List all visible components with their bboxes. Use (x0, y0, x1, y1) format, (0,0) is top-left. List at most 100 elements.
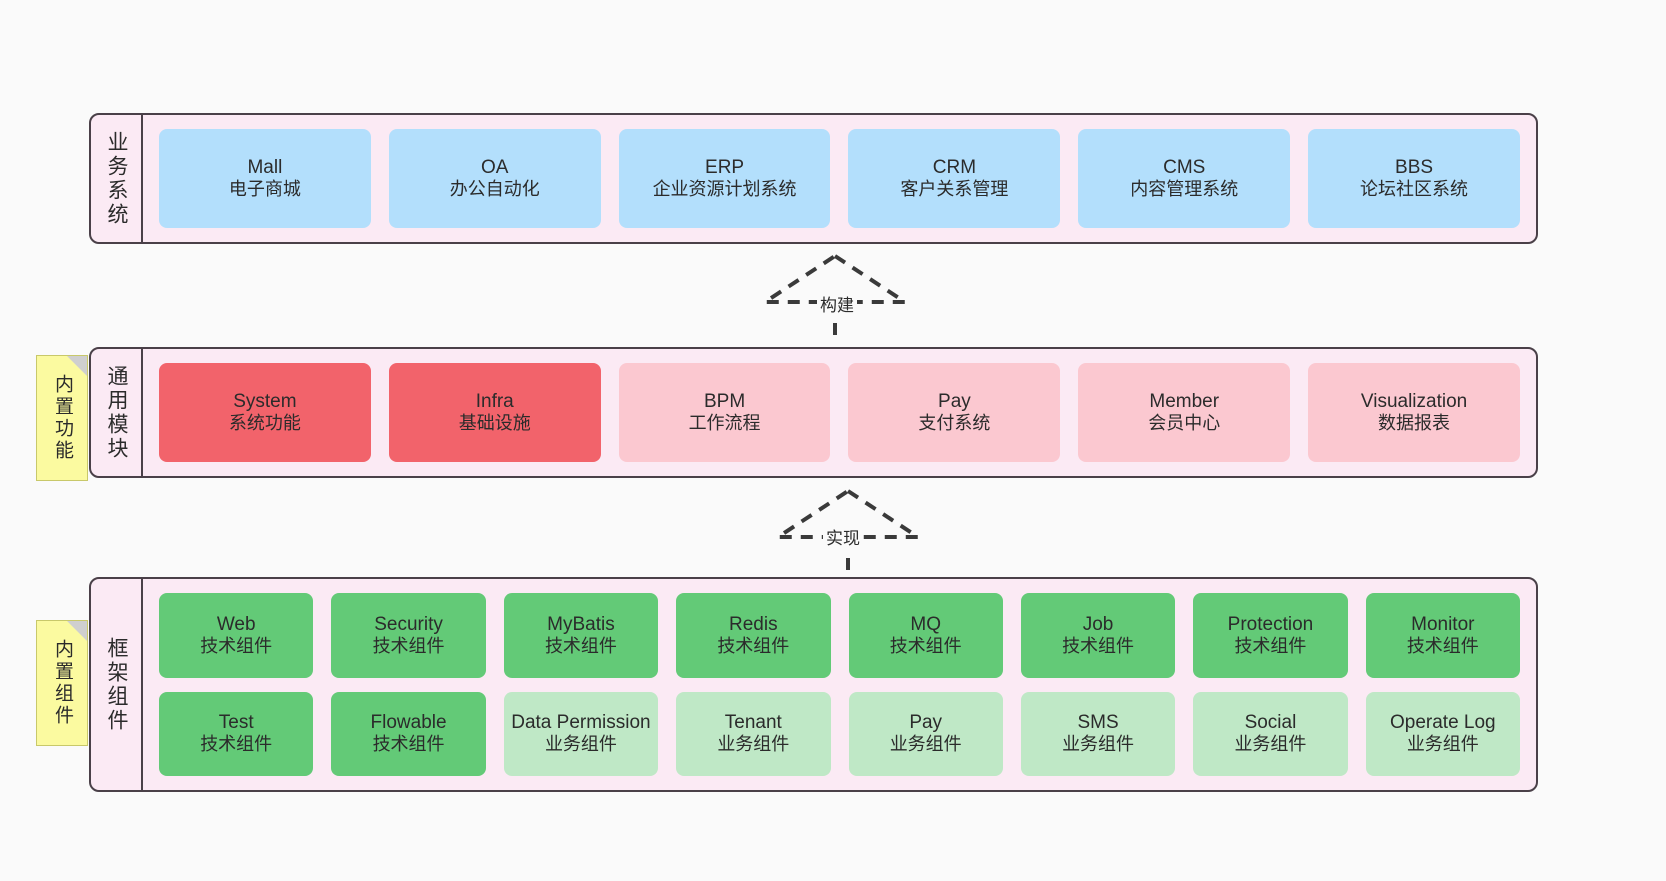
node-social[interactable]: Social 业务组件 (1193, 691, 1348, 776)
node-mybatis[interactable]: MyBatis 技术组件 (503, 593, 659, 678)
node-title: Visualization (1360, 390, 1468, 412)
node-subtitle: 技术组件 (717, 635, 790, 656)
node-title: Mall (247, 156, 283, 178)
node-subtitle: 基础设施 (458, 413, 531, 434)
node-title: Member (1149, 390, 1220, 412)
node-test[interactable]: Test 技术组件 (159, 691, 314, 776)
node-row: Web 技术组件 Security 技术组件 MyBatis 技术组件 Redi… (159, 593, 1520, 678)
node-title: CRM (932, 156, 977, 178)
node-title: MyBatis (547, 613, 615, 635)
connector-build-label: 构建 (817, 291, 857, 316)
node-title: Test (218, 712, 254, 734)
node-row: Test 技术组件 Flowable 技术组件 Data Permission … (159, 691, 1520, 776)
node-web[interactable]: Web 技术组件 (159, 593, 314, 678)
node-cms[interactable]: CMS 内容管理系统 (1078, 129, 1291, 228)
node-title: Job (1082, 613, 1114, 635)
node-data-permission[interactable]: Data Permission 业务组件 (503, 691, 659, 776)
layer-label-common: 通用模块 (91, 349, 143, 476)
node-subtitle: 内容管理系统 (1130, 179, 1239, 200)
node-monitor[interactable]: Monitor 技术组件 (1365, 593, 1520, 678)
node-pay-component[interactable]: Pay 业务组件 (848, 691, 1003, 776)
node-subtitle: 技术组件 (372, 635, 445, 656)
note-tag-builtin-component: 内置组件 (36, 620, 88, 746)
node-title: CMS (1163, 156, 1206, 178)
node-subtitle: 业务组件 (544, 734, 617, 755)
node-member[interactable]: Member 会员中心 (1078, 363, 1291, 462)
node-subtitle: 技术组件 (889, 635, 962, 656)
layer-label-business-text: 业务系统 (105, 130, 129, 227)
node-title: System (233, 390, 297, 412)
node-tenant[interactable]: Tenant 业务组件 (676, 691, 831, 776)
node-infra[interactable]: Infra 基础设施 (388, 363, 601, 462)
node-row: Mall 电子商城 OA 办公自动化 ERP 企业资源计划系统 CRM 客户关系… (159, 129, 1520, 228)
node-subtitle: 办公自动化 (449, 179, 540, 200)
node-title: MQ (910, 613, 941, 635)
node-pay-module[interactable]: Pay 支付系统 (848, 363, 1061, 462)
layer-business-system: 业务系统 Mall 电子商城 OA 办公自动化 ERP 企业资源计划系统 CRM… (89, 113, 1538, 244)
node-subtitle: 技术组件 (200, 635, 273, 656)
node-protection[interactable]: Protection 技术组件 (1193, 593, 1348, 678)
node-crm[interactable]: CRM 客户关系管理 (848, 129, 1061, 228)
node-security[interactable]: Security 技术组件 (331, 593, 486, 678)
node-subtitle: 工作流程 (688, 413, 761, 434)
node-title: Flowable (370, 712, 447, 734)
node-subtitle: 技术组件 (1234, 635, 1307, 656)
node-title: Infra (475, 390, 514, 412)
node-title: BBS (1395, 156, 1434, 178)
node-flowable[interactable]: Flowable 技术组件 (331, 691, 486, 776)
node-erp[interactable]: ERP 企业资源计划系统 (618, 129, 831, 228)
layer-framework-nodes: Web 技术组件 Security 技术组件 MyBatis 技术组件 Redi… (143, 579, 1536, 790)
node-title: Redis (729, 613, 778, 635)
node-subtitle: 技术组件 (372, 734, 445, 755)
node-subtitle: 支付系统 (918, 413, 991, 434)
node-subtitle: 技术组件 (200, 734, 273, 755)
node-title: Operate Log (1389, 712, 1496, 734)
node-title: Pay (909, 712, 943, 734)
note-tag-text: 内置功能 (51, 374, 73, 462)
note-fold-corner-icon (67, 621, 87, 641)
node-subtitle: 业务组件 (889, 734, 962, 755)
layer-common-module: 通用模块 System 系统功能 Infra 基础设施 BPM 工作流程 Pay… (89, 347, 1538, 478)
node-subtitle: 业务组件 (1062, 734, 1135, 755)
connector-implement-label: 实现 (823, 524, 863, 549)
layer-label-framework-text: 框架组件 (105, 636, 129, 733)
node-mall[interactable]: Mall 电子商城 (159, 129, 371, 228)
node-row: System 系统功能 Infra 基础设施 BPM 工作流程 Pay 支付系统… (159, 363, 1520, 462)
node-title: Monitor (1411, 613, 1475, 635)
node-title: Tenant (724, 712, 782, 734)
node-title: BPM (703, 390, 746, 412)
layer-framework-component: 框架组件 Web 技术组件 Security 技术组件 MyBatis 技术组件… (89, 577, 1538, 792)
node-mq[interactable]: MQ 技术组件 (848, 593, 1003, 678)
node-bpm[interactable]: BPM 工作流程 (618, 363, 831, 462)
node-title: Protection (1227, 613, 1314, 635)
layer-label-framework: 框架组件 (91, 579, 143, 790)
node-subtitle: 论坛社区系统 (1360, 179, 1469, 200)
node-title: OA (481, 156, 509, 178)
note-fold-corner-icon (67, 356, 87, 376)
note-tag-builtin-function: 内置功能 (36, 355, 88, 481)
node-subtitle: 技术组件 (1406, 635, 1479, 656)
node-title: Web (216, 613, 256, 635)
node-visualization[interactable]: Visualization 数据报表 (1308, 363, 1520, 462)
node-subtitle: 技术组件 (1062, 635, 1135, 656)
layer-business-nodes: Mall 电子商城 OA 办公自动化 ERP 企业资源计划系统 CRM 客户关系… (143, 115, 1536, 242)
node-bbs[interactable]: BBS 论坛社区系统 (1308, 129, 1520, 228)
node-system[interactable]: System 系统功能 (159, 363, 371, 462)
layer-label-business: 业务系统 (91, 115, 143, 242)
node-redis[interactable]: Redis 技术组件 (676, 593, 831, 678)
note-tag-text: 内置组件 (51, 639, 73, 727)
node-subtitle: 业务组件 (1406, 734, 1479, 755)
node-sms[interactable]: SMS 业务组件 (1020, 691, 1176, 776)
node-subtitle: 电子商城 (228, 179, 301, 200)
node-subtitle: 企业资源计划系统 (652, 179, 797, 200)
node-subtitle: 会员中心 (1148, 413, 1221, 434)
node-oa[interactable]: OA 办公自动化 (388, 129, 601, 228)
node-title: Security (374, 613, 443, 635)
node-subtitle: 业务组件 (717, 734, 790, 755)
node-job[interactable]: Job 技术组件 (1020, 593, 1176, 678)
node-operate-log[interactable]: Operate Log 业务组件 (1365, 691, 1520, 776)
node-subtitle: 技术组件 (544, 635, 617, 656)
node-title: SMS (1077, 712, 1119, 734)
node-title: ERP (705, 156, 745, 178)
layer-label-common-text: 通用模块 (105, 364, 129, 461)
